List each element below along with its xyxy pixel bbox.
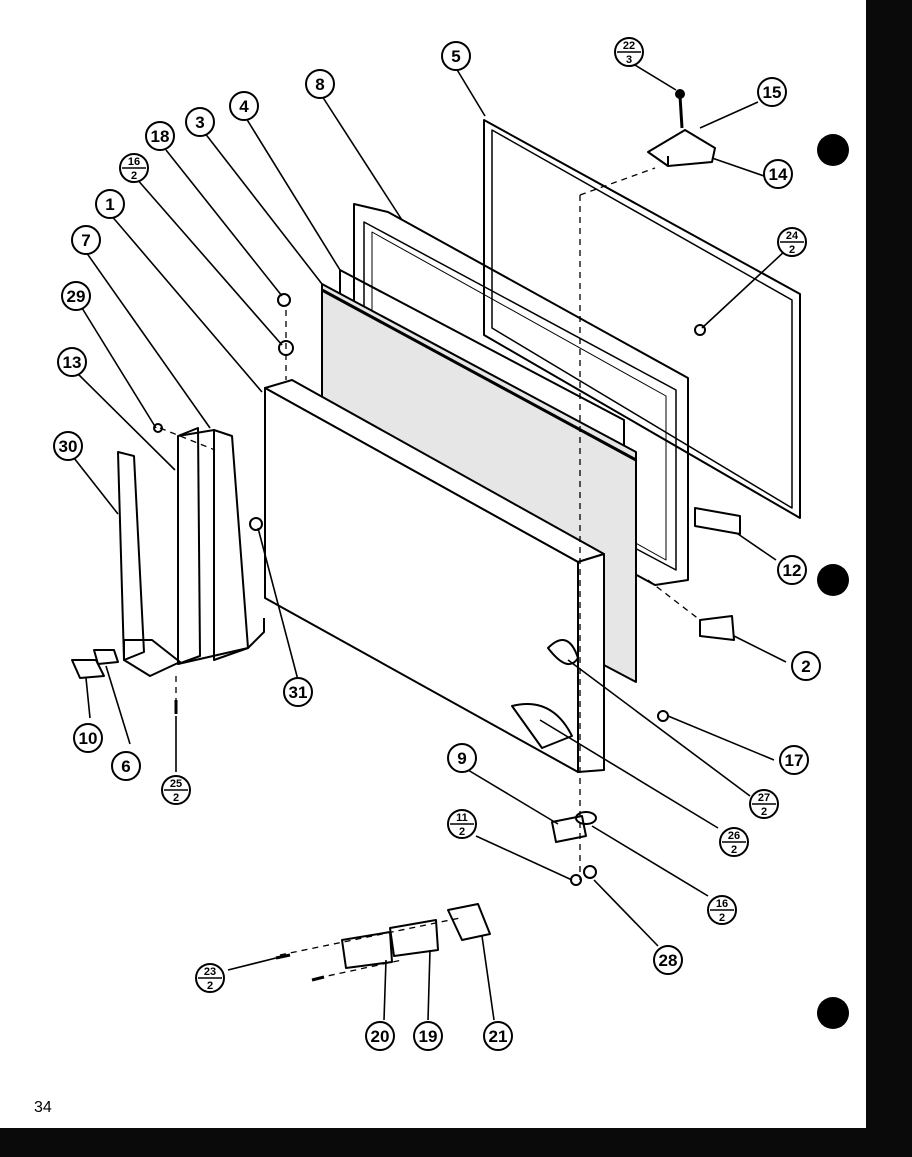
spacer-part <box>93 649 119 665</box>
svg-text:19: 19 <box>419 1027 438 1046</box>
callout-20: 20 <box>365 1021 395 1051</box>
assembly-lines <box>159 167 701 979</box>
svg-text:30: 30 <box>59 437 78 456</box>
svg-text:25: 25 <box>170 778 182 790</box>
cover-part <box>71 659 105 679</box>
top-hinge-part <box>647 89 716 167</box>
lower-hinge-part <box>551 815 587 843</box>
svg-text:7: 7 <box>81 231 90 250</box>
svg-text:27: 27 <box>758 792 770 804</box>
svg-text:2: 2 <box>801 657 810 676</box>
glass-panel-part <box>483 119 801 519</box>
svg-text:22: 22 <box>623 40 635 52</box>
svg-text:24: 24 <box>786 230 799 242</box>
svg-text:6: 6 <box>121 757 130 776</box>
callout-27-2: 272 <box>749 789 779 819</box>
callout-12: 12 <box>777 555 807 585</box>
svg-text:11: 11 <box>456 812 468 824</box>
svg-text:15: 15 <box>763 83 782 102</box>
leader-lines <box>73 61 787 1021</box>
svg-text:13: 13 <box>63 353 82 372</box>
svg-text:3: 3 <box>626 54 632 66</box>
svg-text:28: 28 <box>659 951 678 970</box>
callout-18: 18 <box>145 121 175 151</box>
svg-text:4: 4 <box>239 97 249 116</box>
svg-text:5: 5 <box>451 47 460 66</box>
callout-24-2: 242 <box>777 227 807 257</box>
svg-text:20: 20 <box>371 1027 390 1046</box>
svg-text:18: 18 <box>151 127 170 146</box>
callout-21: 21 <box>483 1021 513 1051</box>
svg-text:29: 29 <box>67 287 86 306</box>
svg-text:21: 21 <box>489 1027 508 1046</box>
binder-hole <box>817 564 849 596</box>
svg-text:2: 2 <box>459 826 465 838</box>
svg-text:2: 2 <box>719 912 725 924</box>
svg-text:26: 26 <box>728 830 740 842</box>
callout-23-2: 232 <box>195 963 225 993</box>
svg-text:12: 12 <box>783 561 802 580</box>
scan-edge <box>866 0 912 1152</box>
svg-text:3: 3 <box>195 113 204 132</box>
callout-5: 5 <box>441 41 471 71</box>
svg-text:16: 16 <box>716 898 728 910</box>
callout-3: 3 <box>185 107 215 137</box>
callout-29: 29 <box>61 281 91 311</box>
svg-text:16: 16 <box>128 156 140 168</box>
callout-1: 1 <box>95 189 125 219</box>
callout-16-2-upper: 162 <box>119 153 149 183</box>
stop-bracket-part <box>699 615 735 641</box>
callout-4: 4 <box>229 91 259 121</box>
svg-text:2: 2 <box>173 792 179 804</box>
callout-22-3: 223 <box>614 37 644 67</box>
callout-25-2: 252 <box>161 775 191 805</box>
svg-text:14: 14 <box>769 165 788 184</box>
callout-28: 28 <box>653 945 683 975</box>
callout-11-2: 112 <box>447 809 477 839</box>
svg-text:2: 2 <box>131 170 137 182</box>
callout-31: 31 <box>283 677 313 707</box>
callout-16-2-lower: 162 <box>707 895 737 925</box>
handle-assembly-part <box>117 427 265 677</box>
door-panel-part <box>264 379 605 773</box>
svg-text:1: 1 <box>105 195 114 214</box>
svg-text:2: 2 <box>789 244 795 256</box>
callout-15: 15 <box>757 77 787 107</box>
callout-17: 17 <box>779 745 809 775</box>
callout-26-2: 262 <box>719 827 749 857</box>
callout-19: 19 <box>413 1021 443 1051</box>
callout-9: 9 <box>447 743 477 773</box>
svg-text:2: 2 <box>731 844 737 856</box>
svg-text:10: 10 <box>79 729 98 748</box>
binder-hole <box>817 134 849 166</box>
hinge-pin-part <box>694 507 741 535</box>
svg-text:17: 17 <box>785 751 804 770</box>
scan-edge-bottom <box>0 1126 912 1152</box>
callout-13: 13 <box>57 347 87 377</box>
callout-2: 2 <box>791 651 821 681</box>
page-number: 34 <box>34 1099 52 1116</box>
callout-10: 10 <box>73 723 103 753</box>
svg-text:31: 31 <box>289 683 308 702</box>
svg-text:9: 9 <box>457 749 466 768</box>
callout-6: 6 <box>111 751 141 781</box>
svg-text:2: 2 <box>207 980 213 992</box>
svg-text:2: 2 <box>761 806 767 818</box>
callout-8: 8 <box>305 69 335 99</box>
callout-14: 14 <box>763 159 793 189</box>
callout-7: 7 <box>71 225 101 255</box>
svg-text:23: 23 <box>204 966 216 978</box>
callout-30: 30 <box>53 431 83 461</box>
washer-part <box>575 811 597 825</box>
svg-text:8: 8 <box>315 75 324 94</box>
binder-hole <box>817 997 849 1029</box>
bottom-hinge-part <box>275 903 491 982</box>
